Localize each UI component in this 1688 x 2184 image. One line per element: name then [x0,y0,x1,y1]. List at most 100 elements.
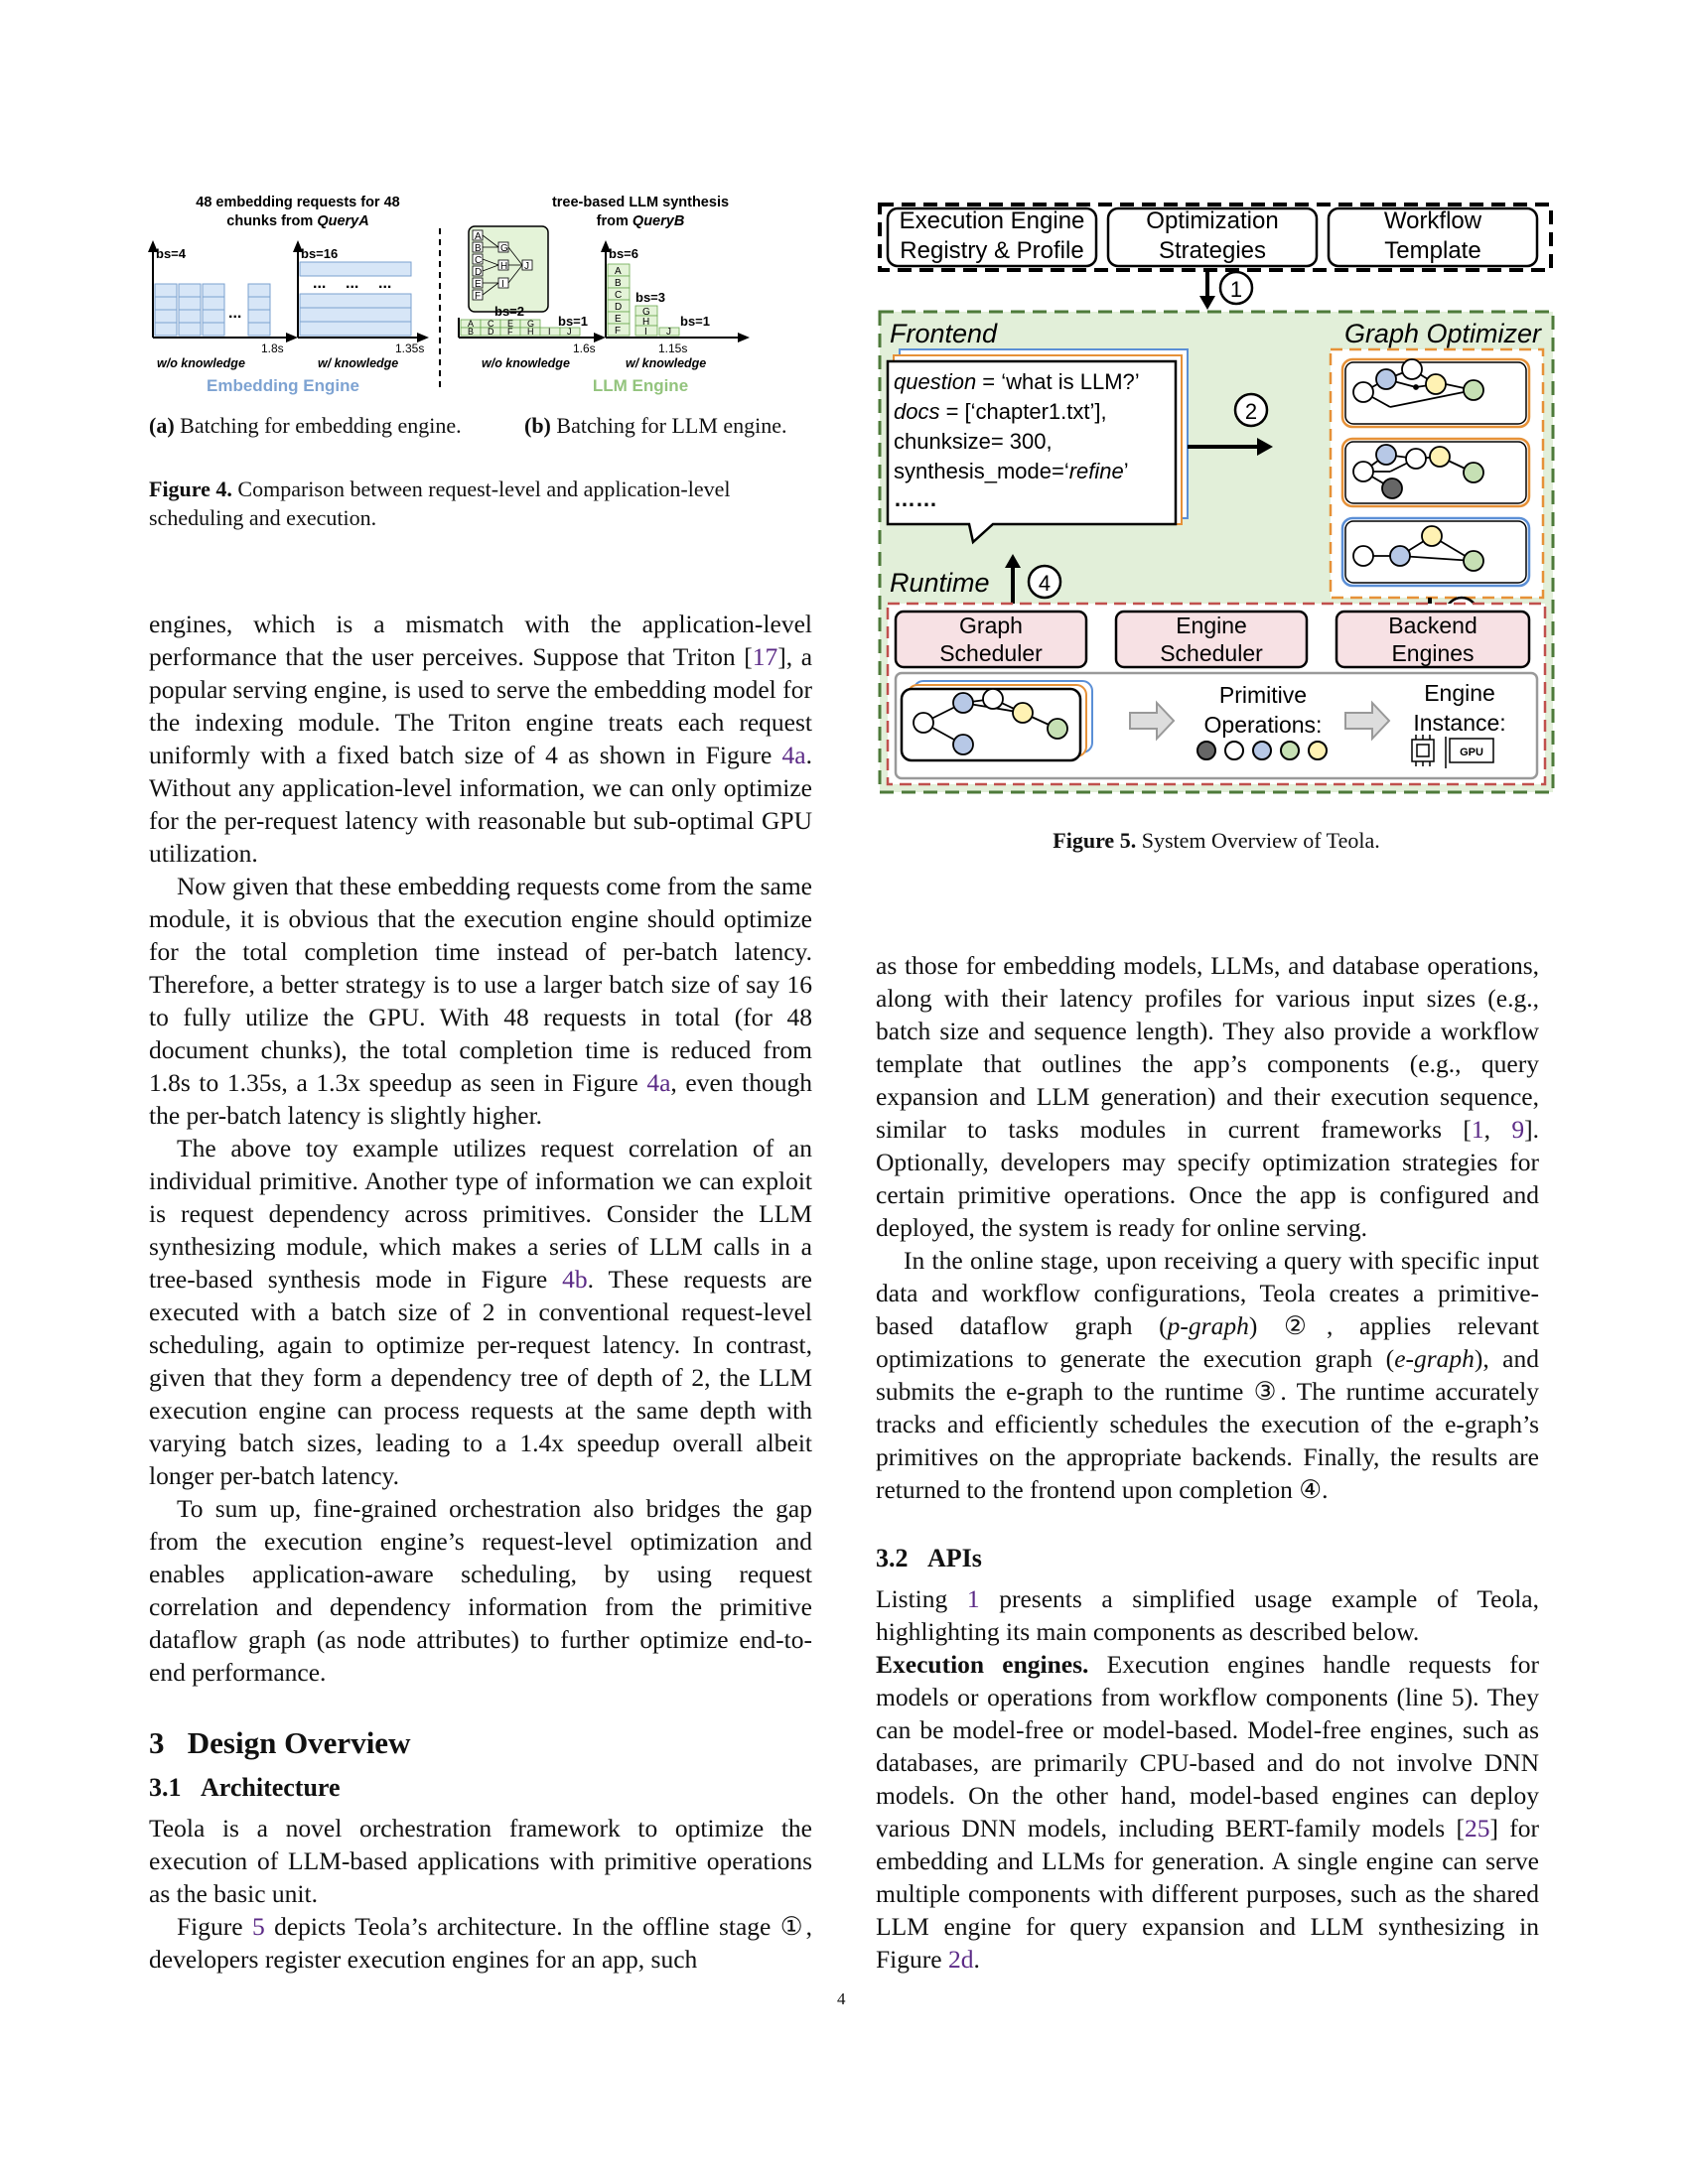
svg-text:J: J [666,327,671,338]
svg-text:E: E [615,314,622,325]
paragraph: Listing 1 presents a simplified usage ex… [876,1584,1539,1646]
svg-text:Scheduler: Scheduler [1160,640,1263,666]
engine-instance-label2: Instance: [1413,710,1505,736]
svg-text:synthesis_mode=‘refine’: synthesis_mode=‘refine’ [894,459,1129,483]
citation-link[interactable]: 17 [752,642,778,671]
step2-badge: 2 [1245,399,1257,424]
svg-text:I: I [501,279,504,290]
primitive-label1: Primitive [1219,682,1307,708]
paragraph: To sum up, fine-grained orchestration al… [149,1494,812,1687]
citation-link[interactable]: 1 [1471,1115,1484,1144]
fig4a-subcaption: (a) Batching for embedding engine. [149,413,462,438]
svg-text:Scheduler: Scheduler [939,640,1043,666]
paragraph: The above toy example utilizes request c… [149,1134,812,1490]
fig4b-title-line2: from QueryB [597,213,685,229]
frontend-label: Frontend [890,319,998,348]
section-3-heading: 3 Design Overview [149,1725,411,1760]
svg-text:A: A [475,231,482,242]
right-column-top: as those for embedding models, LLMs, and… [876,949,1539,1506]
svg-text:Registry & Profile: Registry & Profile [900,237,1083,264]
section-3-1-heading: 3.1 Architecture [149,1773,341,1802]
figure-link[interactable]: 5 [251,1912,265,1941]
svg-text:C: C [475,255,482,266]
fig4b-bs3: bs=3 [635,290,665,305]
fig4b-time-right: 1.15s [658,341,687,355]
figure-link[interactable]: 4a [781,741,806,769]
page-number: 4 [837,1989,846,2008]
fig4b-engine-label: LLM Engine [593,376,688,395]
svg-text:H: H [500,261,507,272]
figure-link[interactable]: 4a [646,1068,671,1097]
svg-text:Strategies: Strategies [1159,237,1266,264]
svg-text:G: G [500,243,508,254]
fig4a-bs-right: bs=16 [301,246,338,261]
fig4a-title-line2: chunks from QueryA [226,213,368,229]
gpu-icon: GPU [1445,737,1494,768]
fig4b-bs6: bs=6 [609,246,638,261]
figure-4-caption: Figure 4. Comparison between request-lev… [149,477,731,530]
fig4a-title-line1: 48 embedding requests for 48 [196,195,399,210]
svg-text:Workflow: Workflow [1384,207,1482,234]
svg-text:A: A [615,266,622,277]
svg-text:I: I [644,327,647,338]
svg-text:A: A [468,319,474,329]
svg-text:F: F [507,327,513,337]
svg-text:C: C [488,319,494,329]
fig4b-bs1-left: bs=1 [558,314,588,329]
svg-text:Optimization: Optimization [1146,207,1278,234]
cpu-icon [1411,735,1435,766]
graph-optimizer-label: Graph Optimizer [1344,319,1542,348]
paragraph: In the online stage, upon receiving a qu… [876,1246,1539,1504]
svg-text:Engine: Engine [1176,613,1247,638]
svg-text:J: J [524,261,529,272]
figure-5-caption: Figure 5. System Overview of Teola. [1053,828,1380,853]
engine-instance-label1: Engine [1424,680,1495,706]
svg-text:G: G [642,307,650,318]
svg-text:Template: Template [1384,237,1480,264]
right-column-bottom: Listing 1 presents a simplified usage ex… [876,1582,1539,1976]
citation-link[interactable]: 25 [1464,1814,1490,1843]
step4-badge: 4 [1039,571,1051,596]
left-column-bottom: Teola is a novel orchestration framework… [149,1812,812,1976]
citation-link[interactable]: 9 [1511,1115,1525,1144]
svg-text:Engines: Engines [1391,640,1474,666]
fig4b-bs1-right: bs=1 [680,314,710,329]
fig4b-title-line1: tree-based LLM synthesis [552,195,729,210]
fig4a-label-right: w/ knowledge [318,356,398,370]
step1-badge: 1 [1230,277,1242,302]
svg-text:H: H [642,317,649,328]
fig4b-time-left: 1.6s [573,341,596,355]
fig4a-bs-left: bs=4 [156,246,187,261]
figure-5-graphic: Execution Engine Registry & Profile Opti… [878,203,1555,794]
listing-link[interactable]: 1 [966,1584,980,1613]
left-column-top: engines, which is a mismatch with the ap… [149,608,812,1689]
svg-text:E: E [507,319,513,329]
fig4a-ellipsis-right1: ... [313,275,326,292]
fig4a-time-left: 1.8s [261,341,284,355]
fig4b-subcaption: (b) Batching for LLM engine. [524,413,787,438]
fig4a-ellipsis-right2: ... [346,275,358,292]
svg-text:D: D [615,302,622,313]
svg-text:F: F [615,326,621,337]
paragraph: as those for embedding models, LLMs, and… [876,951,1539,1242]
figure-4-graphic: 48 embedding requests for 48 chunks from… [148,195,750,395]
svg-text:F: F [475,291,481,302]
figure-link[interactable]: 2d [947,1945,974,1974]
svg-text:B: B [475,243,482,254]
svg-text:question = ‘what is LLM?’: question = ‘what is LLM?’ [894,369,1140,394]
svg-text:chunksize= 300,: chunksize= 300, [894,429,1053,454]
figure-link[interactable]: 4b [562,1265,588,1294]
fig4b-label-left: w/o knowledge [482,356,570,370]
paragraph: Teola is a novel orchestration framework… [149,1814,812,1908]
svg-text:H: H [527,327,534,337]
runtime-label: Runtime [890,568,990,598]
svg-text:Backend: Backend [1388,613,1477,638]
fig4a-engine-label: Embedding Engine [207,376,359,395]
paragraph: Figure 5 depicts Teola’s architecture. I… [149,1912,812,1974]
svg-text:C: C [615,290,622,301]
primitive-label2: Operations: [1204,712,1323,738]
svg-text:docs = [‘chapter1.txt’],: docs = [‘chapter1.txt’], [894,399,1107,424]
paragraph: Now given that these embedding requests … [149,872,812,1130]
svg-text:B: B [615,278,622,289]
svg-text:G: G [527,319,534,329]
